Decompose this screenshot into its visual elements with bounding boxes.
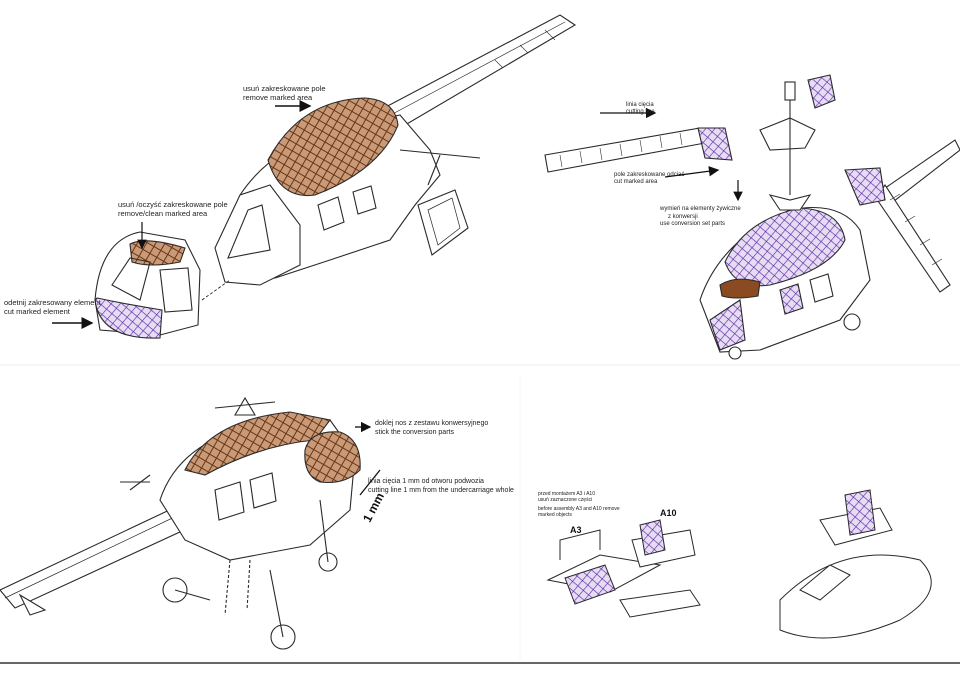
page-bottom-rule: [0, 662, 960, 664]
top-right-rotor: [544, 74, 960, 293]
part-a10-label: A10: [660, 508, 677, 518]
top-left-nose: [94, 231, 201, 339]
top-right-helicopter: [699, 194, 871, 360]
label-remove-clean-area: usuń /oczyść zakreskowane pole remove/cl…: [118, 200, 228, 218]
bottom-right-seats: [546, 489, 932, 639]
bottom-left-helicopter: [0, 396, 361, 650]
top-left-helicopter: [214, 14, 577, 286]
part-a3-label: A3: [570, 525, 582, 535]
label-cutting-line-1mm: linia cięcia 1 mm od otworu podwozia cut…: [368, 478, 514, 494]
label-before-assembly: przed montażem A3 i A10 usuń zaznaczone …: [538, 491, 620, 518]
label-stick-conversion-parts: doklej nos z zestawu konwersyjnego stick…: [375, 420, 489, 436]
label-cutting-line: linia cięcia cutting line: [626, 102, 655, 115]
label-use-conversion-parts: wymień na elementy żywiczne z konwersji …: [660, 206, 741, 227]
label-cut-marked-area: pole zakreskowane odciać cut marked area: [614, 172, 685, 185]
label-remove-marked-area: usuń zakreskowane pole remove marked are…: [243, 84, 326, 102]
label-cut-marked-element: odetnij zakresowany element cut marked e…: [4, 298, 101, 316]
